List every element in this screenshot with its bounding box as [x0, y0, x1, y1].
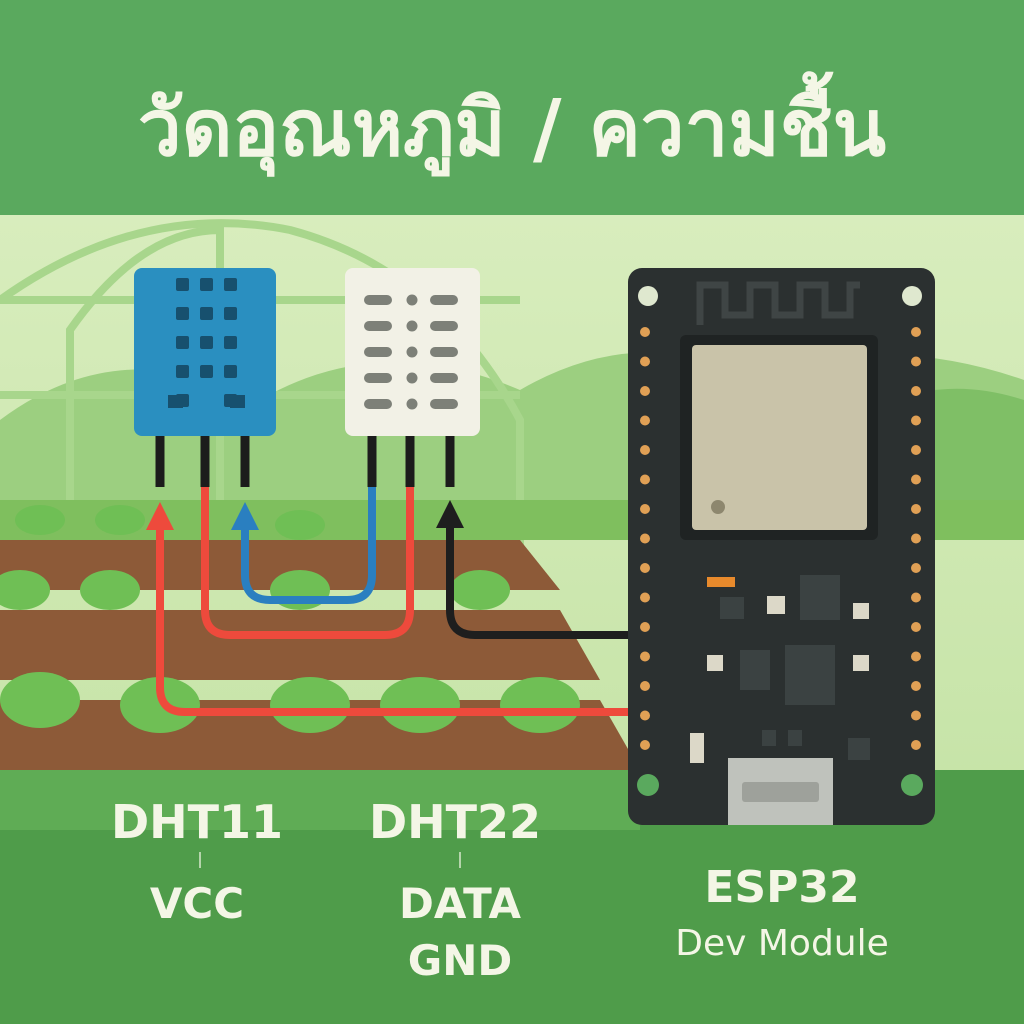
gpio-pin	[911, 474, 921, 485]
ground-edge	[0, 770, 640, 830]
esp32-subtitle: Dev Module	[675, 923, 889, 964]
dht22-gnd-label: GND	[408, 936, 513, 985]
vent-hole	[406, 294, 418, 306]
gpio-pin	[911, 327, 921, 337]
gpio-pin	[640, 710, 650, 721]
gpio-pin	[911, 386, 921, 396]
vent-slot	[364, 295, 392, 305]
vent-slot	[430, 399, 458, 409]
vent-hole	[406, 346, 418, 358]
gpio-pin	[911, 681, 921, 691]
vent-slot	[364, 373, 392, 383]
gpio-pin	[911, 622, 921, 632]
gpio-pin	[640, 740, 650, 750]
vent-hole	[176, 365, 189, 378]
gpio-pin	[911, 445, 921, 455]
vent-slot	[364, 321, 392, 331]
gpio-pin	[911, 533, 921, 544]
vent-hole	[406, 398, 418, 410]
gpio-pin	[640, 681, 650, 691]
vent-hole	[224, 336, 237, 349]
vent-hole	[176, 336, 189, 349]
wires	[156, 481, 632, 716]
vent-hole	[176, 307, 189, 320]
vent-hole	[406, 372, 418, 384]
gpio-pin	[640, 533, 650, 544]
vent-hole	[230, 395, 245, 408]
title-band	[0, 0, 1024, 215]
vent-hole	[406, 320, 418, 332]
vent-hole	[200, 365, 213, 378]
dht11-label: DHT11	[111, 795, 283, 849]
gpio-pin	[911, 504, 921, 514]
gpio-pin	[640, 504, 650, 514]
wire-vcc	[156, 511, 632, 716]
vent-hole	[200, 278, 213, 291]
gpio-pin	[911, 710, 921, 721]
gpio-pin	[640, 386, 650, 396]
antenna	[696, 281, 860, 325]
dht11-sensor	[134, 268, 276, 487]
vent-slot	[364, 347, 392, 357]
wire-gnd	[201, 481, 414, 639]
vent-slot	[430, 295, 458, 305]
dht11-vcc-label: VCC	[150, 879, 244, 928]
vent-hole	[224, 307, 237, 320]
gpio-pin	[911, 651, 921, 662]
gpio-pin	[640, 327, 650, 337]
vent-slot	[430, 347, 458, 357]
vent-hole	[168, 395, 183, 408]
gpio-pin	[911, 563, 921, 573]
gpio-pin	[640, 563, 650, 573]
gpio-pin	[911, 592, 921, 603]
esp32-label: ESP32	[704, 862, 859, 913]
vent-slot	[364, 399, 392, 409]
gpio-pin	[911, 356, 921, 367]
arrow-icon	[146, 502, 174, 530]
vent-hole	[200, 336, 213, 349]
soil-row	[0, 610, 600, 680]
dht22-sensor	[345, 268, 480, 487]
dht22-label: DHT22	[369, 795, 541, 849]
gpio-pin	[640, 651, 650, 662]
arrow-icon	[231, 502, 259, 530]
wire-data	[446, 508, 632, 639]
gpio-pin	[640, 445, 650, 455]
gpio-pin	[640, 592, 650, 603]
dht22-data-label: DATA	[399, 879, 521, 928]
gpio-pin	[640, 415, 650, 426]
esp32-board	[628, 268, 935, 825]
vent-hole	[200, 307, 213, 320]
page-title: วัดอุณหภูมิ / ความชื้น	[138, 71, 886, 177]
esp32-module	[692, 345, 867, 530]
soil-row	[0, 540, 560, 590]
gpio-pin	[640, 622, 650, 632]
vent-hole	[176, 278, 189, 291]
arrow-icon	[436, 500, 464, 528]
gpio-pin	[911, 740, 921, 750]
vent-hole	[224, 365, 237, 378]
gpio-pin	[640, 474, 650, 485]
gpio-pin	[911, 415, 921, 426]
gpio-pin	[640, 356, 650, 367]
plants	[0, 505, 580, 733]
vent-slot	[430, 321, 458, 331]
vent-slot	[430, 373, 458, 383]
vent-hole	[224, 278, 237, 291]
wire-data-link	[241, 481, 376, 604]
